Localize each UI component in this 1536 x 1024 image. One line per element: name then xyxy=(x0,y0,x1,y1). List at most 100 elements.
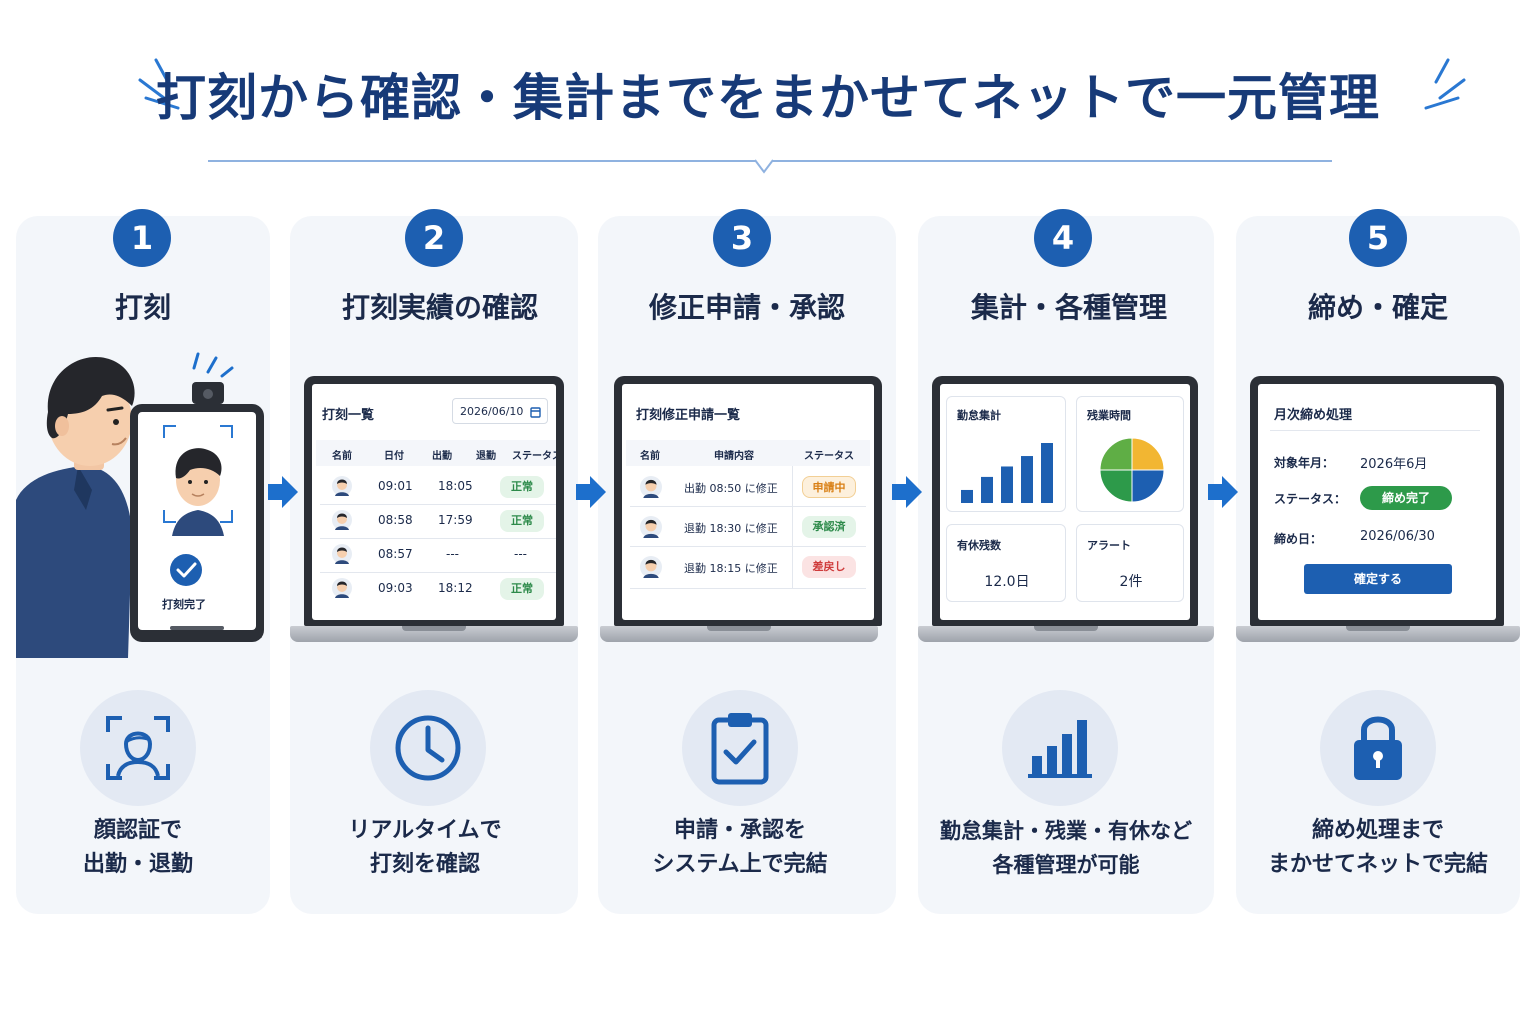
laptop-base xyxy=(1236,626,1520,642)
pie-slice xyxy=(1131,469,1165,503)
leave-panel: 有休残数 12.0日 xyxy=(946,524,1066,602)
date-value: 2026/06/30 xyxy=(1360,529,1435,544)
punch-row-in: 08:58 xyxy=(378,513,413,527)
step-desc-line: リアルタイムで xyxy=(348,818,502,843)
status-label: ステータス： xyxy=(1274,492,1347,506)
status-badge: 差戻し xyxy=(802,556,856,578)
date-picker[interactable]: 2026/06/10 xyxy=(452,398,548,424)
col-out: 退勤 xyxy=(476,451,496,462)
col-status: ステータス xyxy=(512,451,556,462)
punch-row-out: 17:59 xyxy=(438,513,473,527)
punch-row-in: 08:57 xyxy=(378,547,413,561)
tablet-status-text: 打刻完了 xyxy=(162,598,206,611)
laptop-correction-list: 打刻修正申請一覧 名前 申請内容 ステータス 出勤 08:50 に修正 申請中 … xyxy=(600,376,882,646)
lock-icon xyxy=(1354,716,1402,780)
bar-mark xyxy=(1041,443,1053,503)
avatar xyxy=(332,578,352,598)
pie-slice xyxy=(1099,437,1133,471)
punch-row-in: 09:01 xyxy=(378,479,413,493)
punch-row-out: --- xyxy=(446,547,459,561)
status-badge: 申請中 xyxy=(802,476,856,498)
col-name: 名前 xyxy=(332,451,352,462)
step-desc-4: 勤怠集計・残業・有休など 各種管理が可能 xyxy=(918,814,1214,882)
col-in: 出勤 xyxy=(432,451,452,462)
step-desc-line: 締め処理まで xyxy=(1311,818,1444,843)
overtime-panel: 残業時間 xyxy=(1076,396,1184,512)
icon-circle-3 xyxy=(682,690,798,806)
step-title-5: 締め・確定 xyxy=(1307,291,1448,324)
laptop-screen: 勤怠集計 残業時間 有休残数 12.0日 アラート 2件 xyxy=(940,384,1190,620)
title-notch-icon xyxy=(754,159,774,174)
status-badge: 正常 xyxy=(500,578,544,600)
status-badge: 正常 xyxy=(500,510,544,532)
row-divider xyxy=(630,546,866,547)
date-picker-value: 2026/06/10 xyxy=(460,405,524,418)
correction-list-title: 打刻修正申請一覧 xyxy=(636,408,741,423)
attendance-panel: 勤怠集計 xyxy=(946,396,1066,512)
attendance-label: 勤怠集計 xyxy=(957,409,1001,422)
calendar-icon xyxy=(530,407,541,418)
step-number-2: 2 xyxy=(405,209,463,267)
punch-row-out: 18:05 xyxy=(438,479,473,493)
alert-label: アラート xyxy=(1087,539,1131,552)
laptop-lid: 打刻一覧 2026/06/10 名前 日付 出勤 退勤 ステータス 09:01 … xyxy=(304,376,564,626)
punch-list-title: 打刻一覧 xyxy=(322,408,375,423)
col-status: ステータス xyxy=(804,451,854,462)
correction-content: 退勤 18:15 に修正 xyxy=(684,562,778,575)
closing-status-badge: 締め完了 xyxy=(1360,486,1452,510)
spark-right-icon xyxy=(1424,58,1466,110)
laptop-screen: 打刻一覧 2026/06/10 名前 日付 出勤 退勤 ステータス 09:01 … xyxy=(312,384,556,620)
laptop-punch-list: 打刻一覧 2026/06/10 名前 日付 出勤 退勤 ステータス 09:01 … xyxy=(290,376,578,646)
month-value: 2026年6月 xyxy=(1360,457,1428,472)
leave-label: 有休残数 xyxy=(957,539,1001,552)
clipboard-check-icon xyxy=(711,713,769,785)
avatar xyxy=(332,510,352,530)
laptop-summary: 勤怠集計 残業時間 有休残数 12.0日 アラート 2件 xyxy=(918,376,1214,646)
row-divider xyxy=(320,572,556,573)
step-desc-line: 顔認証で xyxy=(93,818,182,843)
bar-chart-icon xyxy=(1028,720,1092,778)
status-badge: 承認済 xyxy=(802,516,856,538)
col-name: 名前 xyxy=(640,451,660,462)
arrow-icon xyxy=(892,476,922,508)
status-badge: 正常 xyxy=(500,476,544,498)
attendance-bar-chart xyxy=(961,443,1053,503)
icon-circle-2 xyxy=(370,690,486,806)
arrow-icon xyxy=(268,476,298,508)
laptop-closing: 月次締め処理 対象年月： 2026年6月 ステータス： 締め完了 締め日： 20… xyxy=(1236,376,1520,646)
icon-circle-5 xyxy=(1320,690,1436,806)
leave-value: 12.0日 xyxy=(984,574,1030,590)
punch-row-in: 09:03 xyxy=(378,581,413,595)
row-divider xyxy=(320,504,556,505)
header: 打刻から確認・集計までをまかせてネットで一元管理 xyxy=(0,0,1536,180)
laptop-lid: 打刻修正申請一覧 名前 申請内容 ステータス 出勤 08:50 に修正 申請中 … xyxy=(614,376,882,626)
confirm-button[interactable]: 確定する xyxy=(1304,564,1452,594)
step-number-5: 5 xyxy=(1349,209,1407,267)
row-divider xyxy=(630,506,866,507)
laptop-lid: 月次締め処理 対象年月： 2026年6月 ステータス： 締め完了 締め日： 20… xyxy=(1250,376,1504,626)
date-label: 締め日： xyxy=(1274,532,1323,546)
laptop-base xyxy=(290,626,578,642)
step-title-4: 集計・各種管理 xyxy=(970,291,1167,324)
column-divider xyxy=(792,466,793,588)
month-label: 対象年月： xyxy=(1274,456,1335,470)
overtime-label: 残業時間 xyxy=(1087,409,1131,422)
arrow-icon xyxy=(1208,476,1238,508)
laptop-screen: 月次締め処理 対象年月： 2026年6月 ステータス： 締め完了 締め日： 20… xyxy=(1258,384,1496,620)
step-number-4: 4 xyxy=(1034,209,1092,267)
clock-icon xyxy=(395,715,461,781)
avatar xyxy=(640,556,662,578)
punch-row-status: --- xyxy=(514,547,527,561)
avatar xyxy=(640,516,662,538)
step-desc-line: 打刻を確認 xyxy=(369,852,480,877)
icon-circle-4 xyxy=(1002,690,1118,806)
step-title-2: 打刻実績の確認 xyxy=(341,291,538,324)
bar-mark xyxy=(961,489,973,503)
correction-content: 退勤 18:30 に修正 xyxy=(684,522,778,535)
step-desc-line: 申請・承認を xyxy=(673,818,806,843)
alert-value: 2件 xyxy=(1119,574,1143,590)
arrow-icon xyxy=(576,476,606,508)
pie-slice xyxy=(1099,469,1133,503)
step-number-1: 1 xyxy=(113,209,171,267)
table-header-row xyxy=(626,440,870,466)
